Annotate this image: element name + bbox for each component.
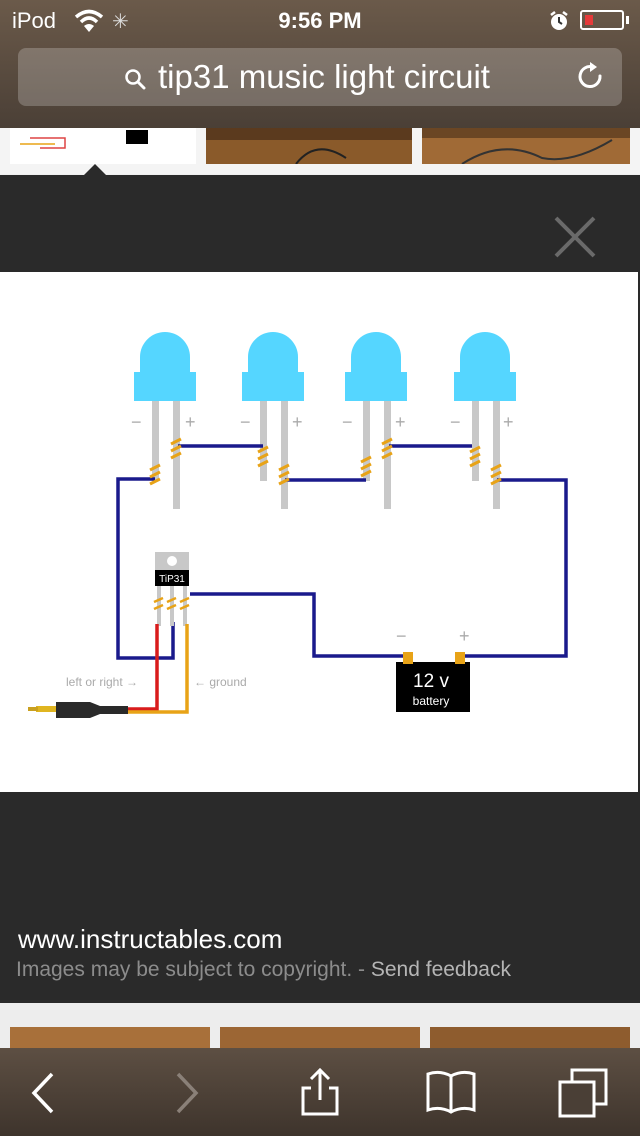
led-plus-label: + <box>185 412 196 432</box>
copyright-text: Images may be subject to copyright. <box>16 958 353 981</box>
thumbnail-photo-4[interactable] <box>220 1027 420 1048</box>
clock: 9:56 PM <box>278 8 362 33</box>
led-minus-label: − <box>131 412 142 432</box>
battery: 12 v battery <box>396 652 470 712</box>
carrier-label: iPod <box>12 8 57 33</box>
thumbnail-photo-5[interactable] <box>430 1027 630 1048</box>
source-link[interactable]: www.instructables.com <box>18 924 283 954</box>
led-plus-label: + <box>292 412 303 432</box>
battery-label: battery <box>413 694 450 708</box>
battery-plus-label: + <box>459 626 470 646</box>
wire-coils <box>149 437 502 486</box>
thumbnail-strip-top <box>0 128 640 175</box>
copyright-notice: Images may be subject to copyright. - Se… <box>16 958 511 982</box>
led-plus-label: + <box>395 412 406 432</box>
transistor-label: TiP31 <box>159 574 185 585</box>
circuit-diagram: − + − + − + − + <box>28 332 568 718</box>
thumbnail-photo-3[interactable] <box>10 1027 210 1048</box>
send-feedback-link[interactable]: Send feedback <box>370 958 511 981</box>
search-icon <box>125 69 146 90</box>
led-3 <box>345 332 407 509</box>
activity-spinner-icon: ✳ <box>112 11 129 33</box>
left-right-label: left or right → <box>66 675 138 689</box>
led-4 <box>454 332 516 509</box>
battery-icon <box>580 10 624 30</box>
forward-icon[interactable] <box>160 1068 210 1118</box>
wifi-icon <box>74 9 104 32</box>
led-minus-label: − <box>342 412 353 432</box>
back-icon[interactable] <box>20 1068 70 1118</box>
alarm-icon <box>550 11 568 30</box>
url-bar[interactable] <box>18 48 622 106</box>
led-2 <box>242 332 304 509</box>
url-text[interactable]: tip31 music light circuit <box>158 58 490 95</box>
reload-icon[interactable] <box>576 62 606 92</box>
yellow-wire <box>128 624 189 714</box>
tip31-transistor: TiP31 <box>153 552 190 626</box>
share-icon[interactable] <box>295 1068 345 1118</box>
browser-chrome <box>0 0 640 130</box>
tabs-icon[interactable] <box>558 1068 608 1118</box>
blue-wires <box>116 444 568 660</box>
audio-jack <box>28 702 128 718</box>
thumbnail-photo-1[interactable] <box>206 128 412 164</box>
status-bar: iPod ✳ 9:56 PM <box>0 0 640 40</box>
battery-voltage: 12 v <box>413 671 449 692</box>
close-icon[interactable] <box>552 214 598 260</box>
separator: - <box>358 958 366 981</box>
circuit-image[interactable]: − + − + − + − + <box>0 272 638 792</box>
thumbnail-photo-2[interactable] <box>422 128 630 164</box>
thumbnail-strip-bottom <box>0 1003 640 1048</box>
red-wire <box>128 624 159 711</box>
led-plus-label: + <box>503 412 514 432</box>
battery-minus-label: − <box>396 626 407 646</box>
bookmarks-icon[interactable] <box>426 1068 476 1118</box>
led-minus-label: − <box>450 412 461 432</box>
led-minus-label: − <box>240 412 251 432</box>
thumbnail-circuit[interactable] <box>10 128 196 164</box>
ground-label: ← ground <box>194 675 247 689</box>
selected-thumb-pointer-icon <box>84 164 106 175</box>
